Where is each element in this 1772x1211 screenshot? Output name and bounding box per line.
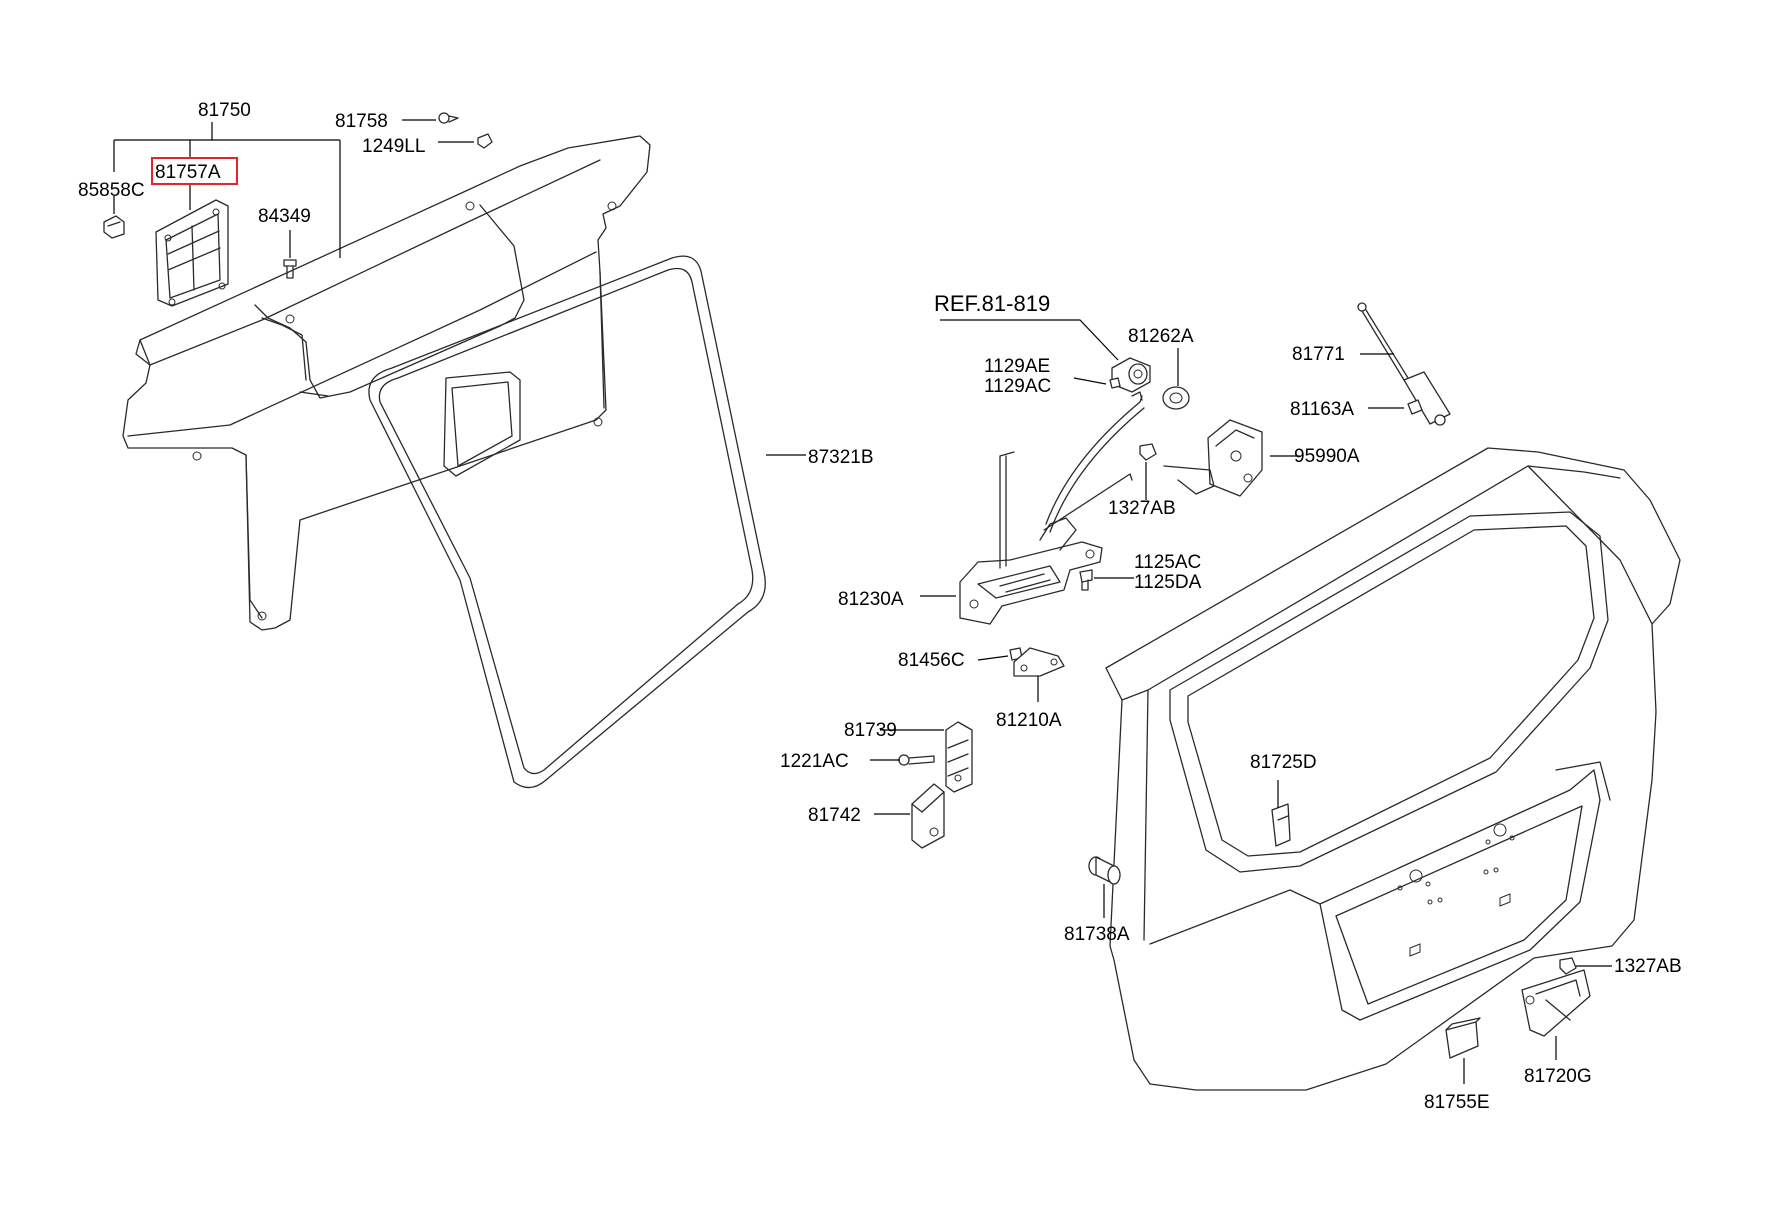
screw-84349	[283, 259, 297, 279]
label-84349[interactable]: 84349	[258, 206, 311, 227]
bumper-81738A	[1088, 856, 1121, 885]
clip-81725D	[1271, 803, 1291, 847]
label-81757A[interactable]: 81757A	[155, 162, 221, 183]
label-1249LL[interactable]: 1249LL	[362, 136, 425, 157]
nut-1327AB-top	[1139, 443, 1157, 461]
label-81739[interactable]: 81739	[844, 720, 897, 741]
label-1129AC[interactable]: 1129AC	[984, 376, 1051, 397]
label-1327AB-bottom[interactable]: 1327AB	[1614, 956, 1682, 977]
leader-lines-left	[113, 119, 806, 456]
tailgate-panel	[1105, 447, 1681, 1091]
grommet-81262A	[1162, 386, 1190, 410]
gas-strut-81771	[1357, 302, 1451, 426]
label-81738A[interactable]: 81738A	[1064, 924, 1130, 945]
label-1327AB-top[interactable]: 1327AB	[1108, 498, 1176, 519]
screw-1221AC	[898, 754, 935, 766]
nut-1327AB-bottom	[1559, 957, 1577, 975]
label-81456C[interactable]: 81456C	[898, 650, 965, 671]
bolt-81163A	[1407, 399, 1423, 415]
bolt-1125AC	[1079, 569, 1093, 591]
leader-lines-right	[870, 319, 1612, 1084]
label-95990A[interactable]: 95990A	[1294, 446, 1360, 467]
label-ref-81-819[interactable]: REF.81-819	[934, 291, 1050, 316]
label-1125AC[interactable]: 1125AC	[1134, 552, 1201, 573]
label-81163A[interactable]: 81163A	[1290, 399, 1354, 420]
bumper-81739	[945, 721, 973, 793]
key-cylinder-1129AE	[1111, 357, 1151, 393]
label-81771[interactable]: 81771	[1292, 344, 1345, 365]
actuator-95990A	[1163, 419, 1263, 497]
label-87321B[interactable]: 87321B	[808, 447, 874, 468]
switch-81720G	[1521, 969, 1591, 1037]
clip-85858C	[103, 215, 125, 239]
label-81758[interactable]: 81758	[335, 111, 388, 132]
label-1129AE[interactable]: 1129AE	[984, 356, 1050, 377]
highlight-box-81757A	[151, 157, 238, 185]
label-81720G[interactable]: 81720G	[1524, 1066, 1592, 1087]
label-85858C[interactable]: 85858C	[78, 180, 145, 201]
latch-assembly-81230A	[959, 391, 1145, 625]
label-1125DA[interactable]: 1125DA	[1134, 572, 1202, 593]
striker-81210A	[1009, 647, 1065, 677]
label-1221AC[interactable]: 1221AC	[780, 751, 849, 772]
weatherstrip-87321B	[368, 255, 766, 789]
label-81210A[interactable]: 81210A	[996, 710, 1062, 731]
bumper-81742	[911, 783, 945, 849]
label-81755E[interactable]: 81755E	[1424, 1092, 1490, 1113]
label-81230A[interactable]: 81230A	[838, 589, 904, 610]
cover-81757A	[155, 199, 229, 307]
label-81742[interactable]: 81742	[808, 805, 861, 826]
screw-81758	[438, 112, 459, 124]
nut-1249LL	[477, 133, 493, 149]
screw-1129AC	[1109, 377, 1121, 389]
label-81725D[interactable]: 81725D	[1250, 752, 1317, 773]
stopper-81755E	[1445, 1017, 1481, 1059]
label-81262A[interactable]: 81262A	[1128, 326, 1194, 347]
label-81750[interactable]: 81750	[198, 100, 251, 121]
